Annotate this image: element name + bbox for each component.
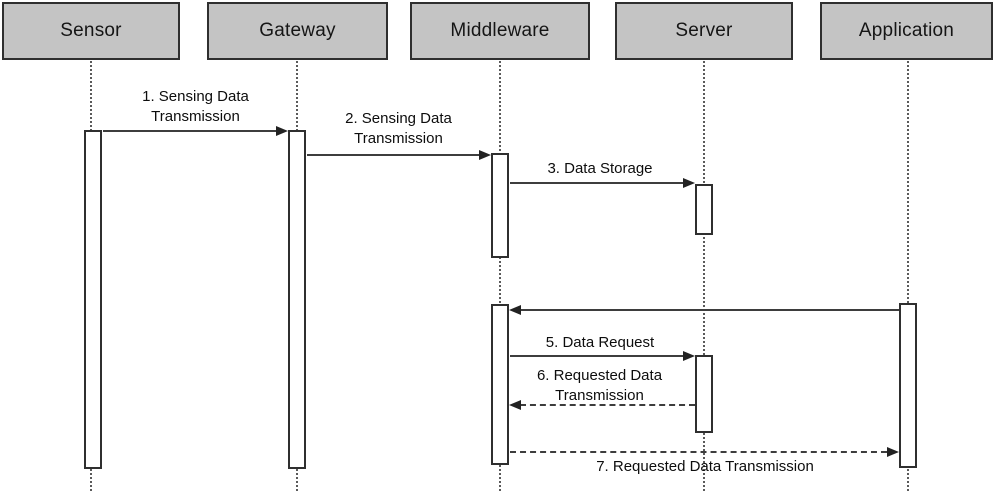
message-2-arrowhead <box>479 150 491 160</box>
lifeline-server <box>703 58 705 491</box>
message-2-line <box>307 154 479 156</box>
actor-label-application: Application <box>858 20 955 41</box>
actor-box-server: Server <box>615 2 793 60</box>
message-5-label: 5. Data Request <box>545 334 655 351</box>
message-7-line <box>510 451 887 453</box>
message-7-label: 7. Requested Data Transmission <box>596 458 814 475</box>
activation-bar-server-1 <box>695 184 713 235</box>
message-4-line <box>520 309 899 311</box>
actor-label-middleware: Middleware <box>450 20 550 41</box>
message-3-line <box>510 182 683 184</box>
actor-label-gateway: Gateway <box>259 20 336 41</box>
message-3-arrowhead <box>683 178 695 188</box>
lifeline-application <box>907 58 909 491</box>
activation-bar-gateway <box>288 130 306 469</box>
actor-box-application: Application <box>820 2 993 60</box>
actor-label-server: Server <box>675 20 733 41</box>
activation-bar-middleware-2 <box>491 304 509 465</box>
activation-bar-server-2 <box>695 355 713 433</box>
message-6-line <box>520 404 695 406</box>
actor-label-sensor: Sensor <box>60 20 122 41</box>
message-5-arrowhead <box>683 351 695 361</box>
message-1-label: 1. Sensing Data Transmission <box>142 88 249 125</box>
message-7-arrowhead <box>887 447 899 457</box>
actor-box-middleware: Middleware <box>410 2 590 60</box>
message-1-line <box>103 130 276 132</box>
activation-bar-sensor <box>84 130 102 469</box>
activation-bar-application <box>899 303 917 468</box>
message-3-label: 3. Data Storage <box>547 160 653 177</box>
actor-box-sensor: Sensor <box>2 2 180 60</box>
message-1-arrowhead <box>276 126 288 136</box>
lifeline-middleware <box>499 58 501 491</box>
message-4-arrowhead <box>509 305 521 315</box>
message-2-label: 2. Sensing Data Transmission <box>345 110 452 147</box>
activation-bar-middleware-1 <box>491 153 509 258</box>
message-6-arrowhead <box>509 400 521 410</box>
message-6-label: 6. Requested Data Transmission <box>536 367 663 404</box>
actor-box-gateway: Gateway <box>207 2 388 60</box>
message-5-line <box>510 355 683 357</box>
